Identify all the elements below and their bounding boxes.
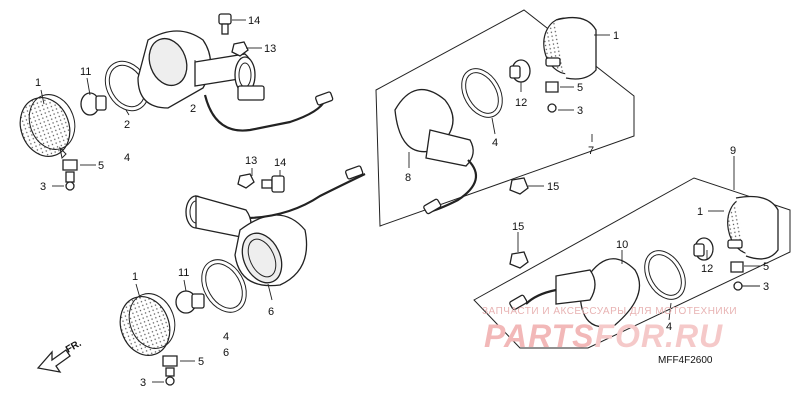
nut-13-top xyxy=(231,41,249,57)
diagram-code: MFF4F2600 xyxy=(658,355,713,366)
callout-1: 1 xyxy=(613,30,619,42)
screw-15-top xyxy=(509,177,529,195)
connector-top-right xyxy=(423,198,442,215)
bulb-top-right xyxy=(509,59,531,83)
callout-15: 15 xyxy=(547,181,559,193)
callout-4: 4 xyxy=(492,137,498,149)
screw-14-top xyxy=(218,13,232,35)
bulb-bottom-left xyxy=(175,290,205,314)
gasket-ring-mid xyxy=(201,259,247,313)
callout-10: 10 xyxy=(616,239,628,251)
callout-9: 9 xyxy=(730,145,736,157)
gasket-ring-bottom-right xyxy=(644,250,686,300)
callout-12: 12 xyxy=(701,263,713,275)
assembly-frame-7 xyxy=(375,9,635,227)
callout-3: 3 xyxy=(763,281,769,293)
watermark-logo: PARTSFOR.RU xyxy=(484,318,723,355)
callout-3: 3 xyxy=(40,181,46,193)
winker-shell-10 xyxy=(555,258,641,328)
lens-top-left xyxy=(19,94,76,160)
callout-13: 13 xyxy=(245,155,257,167)
callout-12: 12 xyxy=(515,97,527,109)
screw-3-5-top-right xyxy=(545,81,559,113)
callout-5: 5 xyxy=(763,261,769,273)
screw-3-5-bottom-right xyxy=(730,261,744,291)
leader-lines xyxy=(40,19,760,383)
front-arrow: FR. xyxy=(36,338,84,373)
screw-15-bottom xyxy=(509,251,529,269)
connector-mid xyxy=(345,165,364,180)
callout-3: 3 xyxy=(140,377,146,389)
callout-13: 13 xyxy=(264,43,276,55)
lens-top-right xyxy=(543,16,597,80)
callout-5: 5 xyxy=(577,82,583,94)
callout-6: 6 xyxy=(268,306,274,318)
screw-3-5-bottom-left xyxy=(162,355,178,386)
callout-14: 14 xyxy=(248,15,260,27)
callout-7: 7 xyxy=(588,145,594,157)
callout-1: 1 xyxy=(132,271,138,283)
callout-11: 11 xyxy=(178,267,189,279)
screw-3-5-top-left xyxy=(62,159,78,191)
screw-13-mid xyxy=(237,173,255,189)
callout-4: 4 xyxy=(223,331,229,343)
lens-bottom-left xyxy=(119,293,176,356)
callout-4: 4 xyxy=(124,152,130,164)
wire-top-left xyxy=(203,94,327,132)
callout-6: 6 xyxy=(223,347,229,359)
watermark-logo-parts: PARTS xyxy=(484,318,595,354)
callout-8: 8 xyxy=(405,172,411,184)
connector-bottom-right xyxy=(509,294,528,311)
callout-5: 5 xyxy=(98,160,104,172)
callout-4: 4 xyxy=(666,321,672,333)
watermark-logo-domain: FOR.RU xyxy=(594,318,724,354)
connector-top-left xyxy=(315,91,334,106)
callout-11: 11 xyxy=(80,66,91,78)
bulb-bottom-right xyxy=(693,237,714,261)
wire-mid xyxy=(249,173,366,220)
callout-1: 1 xyxy=(35,77,41,89)
watermark-tagline: ЗАПЧАСТИ И АКСЕССУАРЫ ДЛЯ МОТОТЕХНИКИ xyxy=(482,306,738,317)
front-arrow-label: FR. xyxy=(64,338,84,356)
winker-housing-mid xyxy=(185,195,308,287)
callout-2: 2 xyxy=(124,119,130,131)
assembly-frame-9 xyxy=(473,177,791,349)
callout-3: 3 xyxy=(577,105,583,117)
lens-bottom-right xyxy=(727,195,779,260)
callout-15: 15 xyxy=(512,221,524,233)
callout-5: 5 xyxy=(198,356,204,368)
bulb-top-left xyxy=(80,92,107,116)
wire-bottom-right xyxy=(525,288,557,305)
gasket-ring-top-right xyxy=(461,68,503,118)
callout-14: 14 xyxy=(274,157,286,169)
callout-numbers: 1 11 2 4 2 5 3 14 13 13 14 11 1 6 4 6 5 … xyxy=(35,15,769,389)
winker-housing-top-left xyxy=(137,30,265,109)
callout-1: 1 xyxy=(697,206,703,218)
callout-2: 2 xyxy=(190,103,196,115)
winker-shell-8 xyxy=(394,88,474,167)
screw-14-mid xyxy=(261,175,285,193)
